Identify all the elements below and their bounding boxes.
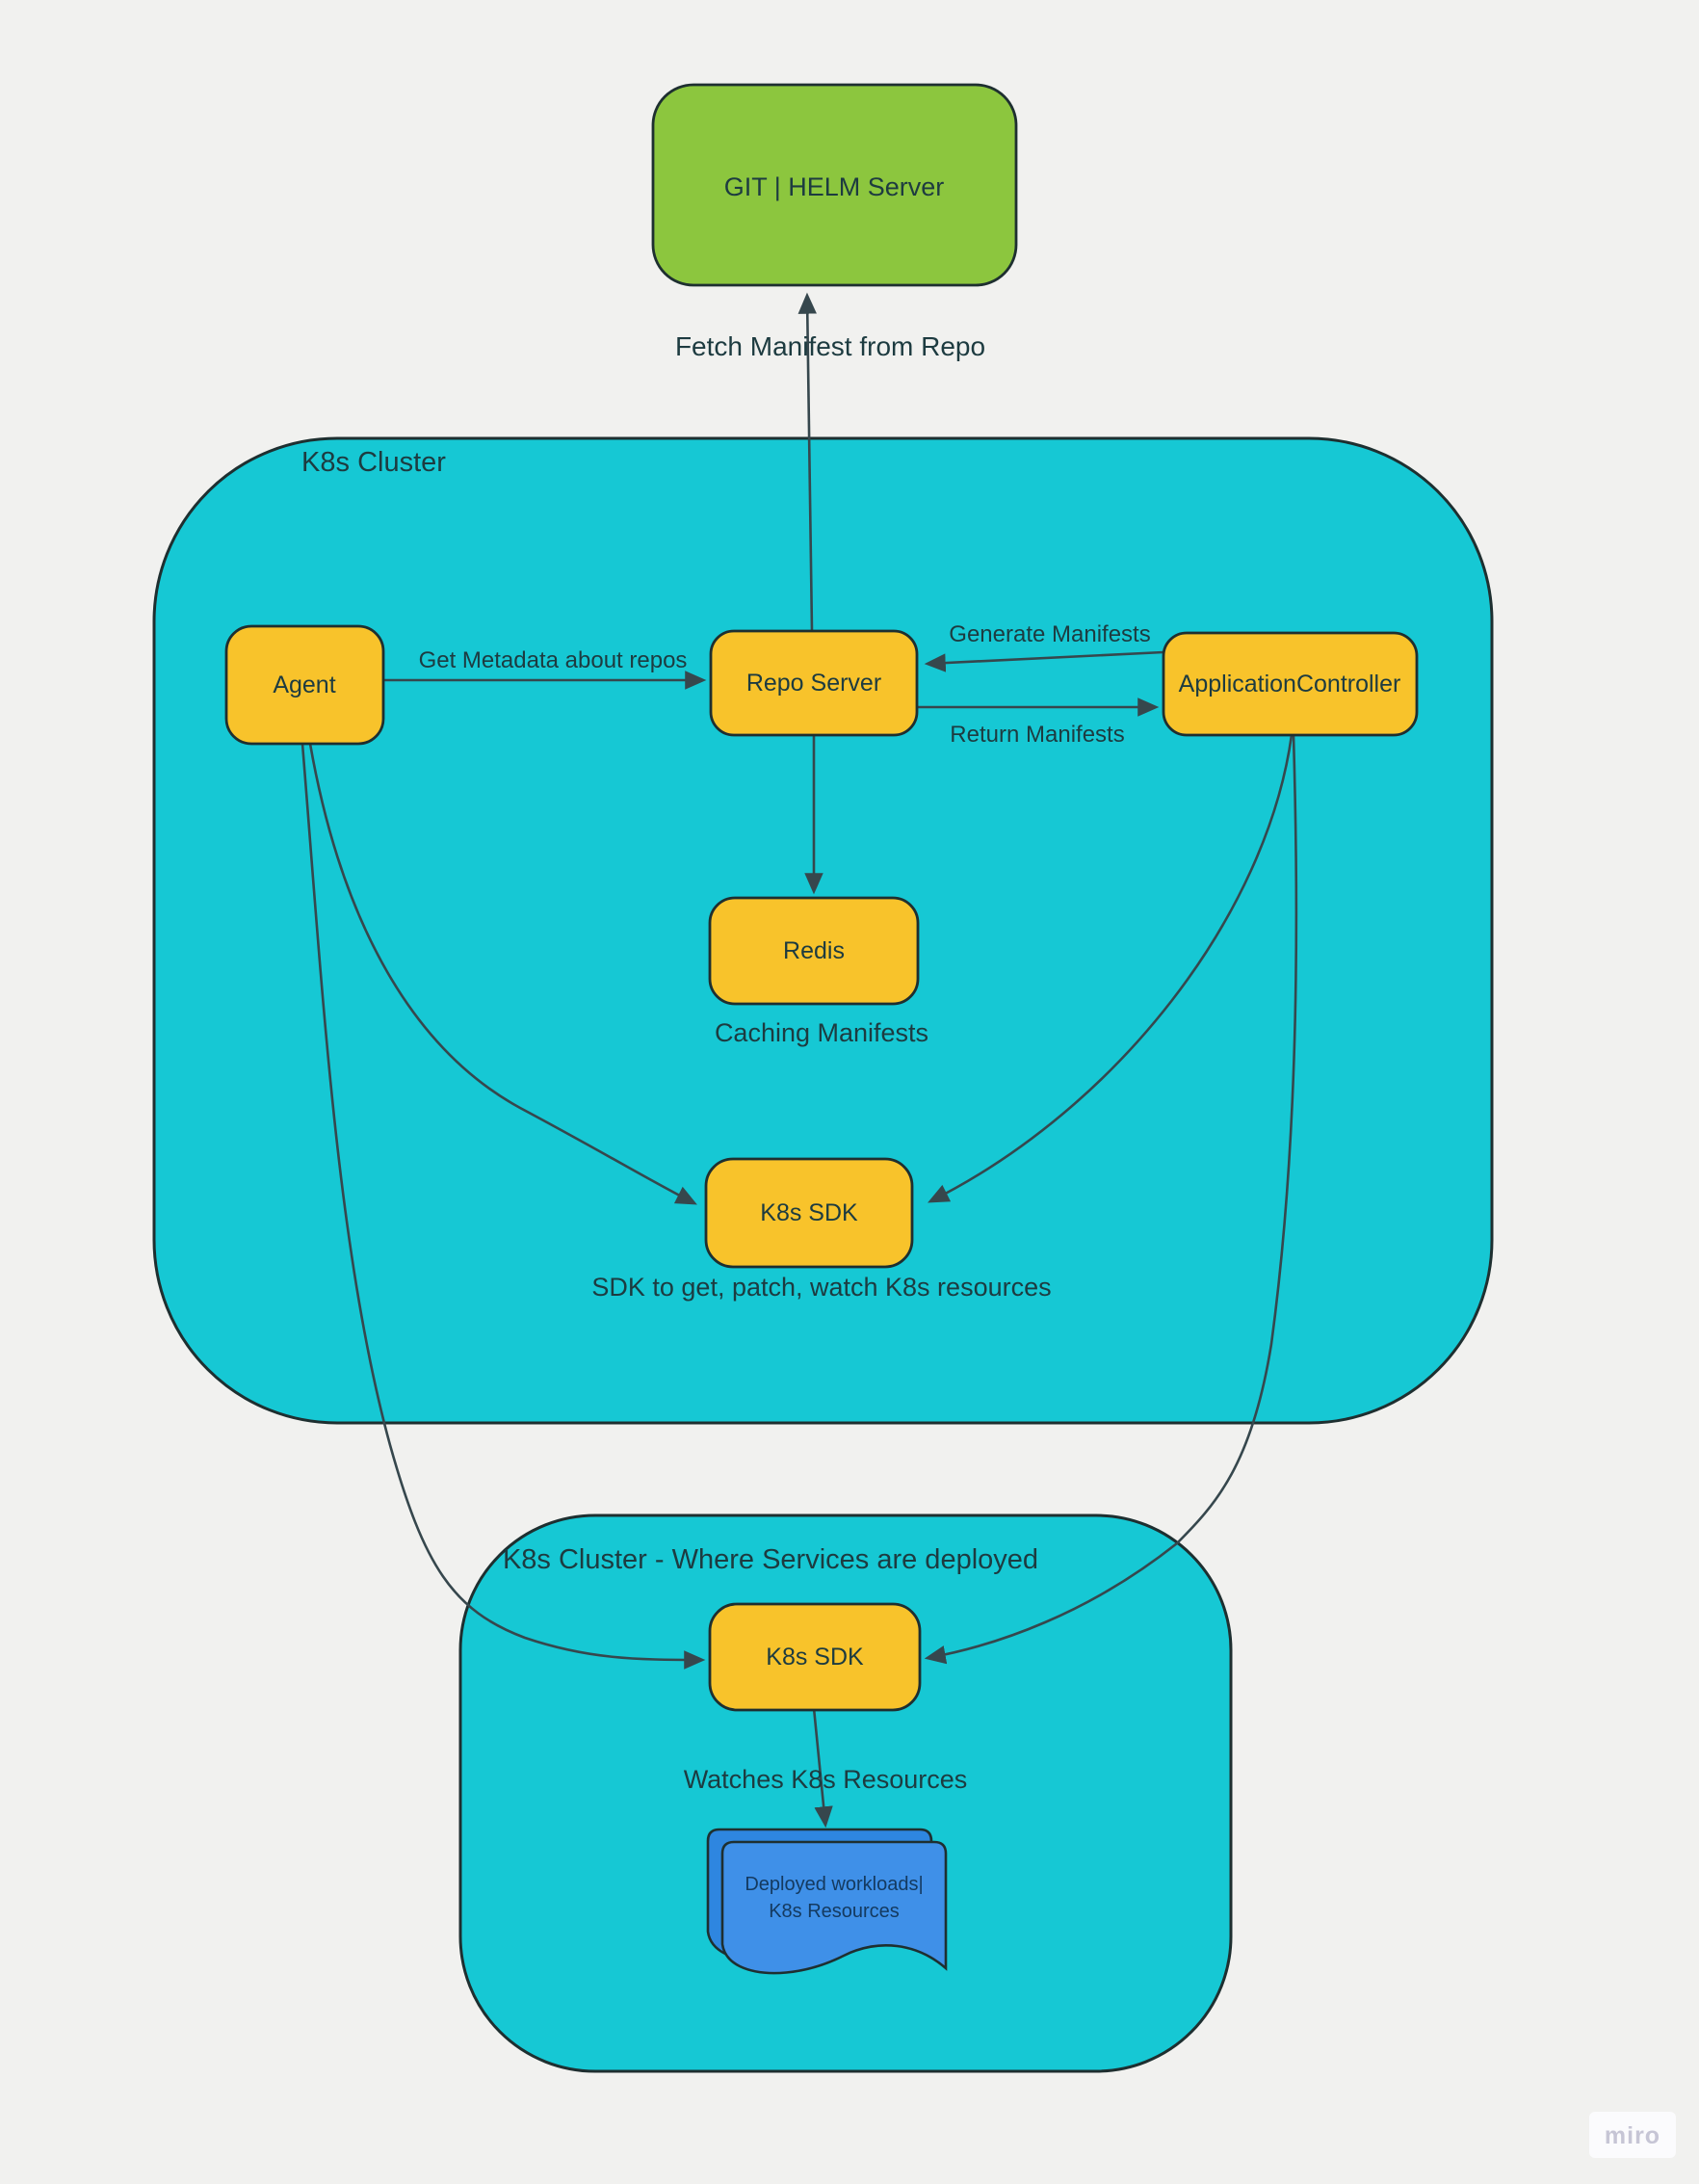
k8s-sdk-main-label: K8s SDK [760,1199,858,1226]
application-controller-shape[interactable] [1162,631,1419,737]
fetch-manifest-caption[interactable]: Fetch Manifest from Repo [675,331,985,361]
k8s-sdk-main-shape[interactable] [704,1157,914,1269]
workloads-doc-label-line1: Deployed workloads| [745,1874,923,1895]
generate-manifests-label[interactable]: Generate Manifests [949,621,1150,647]
git-helm-server-shape[interactable] [651,83,1018,287]
workloads-doc-front-sheet[interactable] [720,1840,948,1975]
edge-sdk-deploy-to-workloads[interactable] [812,1707,833,1829]
cluster-deploy[interactable]: K8s Cluster - Where Services are deploye… [458,1513,1233,2073]
k8s-sdk-deploy-shape[interactable] [708,1602,922,1712]
node-repo-server[interactable]: Repo Server [709,629,919,737]
cluster-main-label: K8s Cluster [301,447,446,478]
miro-watermark-label[interactable]: miro [1605,2122,1660,2149]
cluster-deploy-label: K8s Cluster - Where Services are deploye… [503,1544,1038,1575]
workloads-doc-label-line2: K8s Resources [769,1901,900,1922]
miro-watermark-background [1589,2112,1676,2158]
node-deployed-workloads-doc[interactable]: Deployed workloads| K8s Resources [706,1828,948,1975]
edge-repo-to-git[interactable] [797,292,817,632]
node-application-controller[interactable]: ApplicationController [1162,631,1419,737]
sdk-caption[interactable]: SDK to get, patch, watch K8s resources [591,1273,1051,1302]
k8s-sdk-deploy-label: K8s SDK [766,1644,864,1671]
redis-shape[interactable] [708,896,920,1006]
caching-manifests-caption[interactable]: Caching Manifests [715,1018,928,1047]
cluster-deploy-shape[interactable] [458,1513,1233,2073]
repo-server-label: Repo Server [746,670,881,697]
edge-agent-to-sdk-deploy[interactable] [301,743,706,1670]
node-agent[interactable]: Agent [224,624,385,746]
git-helm-server-label: GIT | HELM Server [724,172,945,201]
agent-shape[interactable] [224,624,385,746]
edge-appcontroller-to-sdk-deploy[interactable] [924,734,1298,1665]
redis-label: Redis [783,937,845,964]
miro-watermark[interactable]: miro [1589,2112,1676,2158]
edge-agent-to-sdk-main[interactable] [308,743,697,1205]
watches-resources-caption[interactable]: Watches K8s Resources [684,1765,968,1794]
get-metadata-label[interactable]: Get Metadata about repos [419,647,688,673]
node-k8s-sdk-main[interactable]: K8s SDK [704,1157,914,1269]
node-git-helm-server[interactable]: GIT | HELM Server [651,83,1018,287]
return-manifests-label[interactable]: Return Manifests [950,722,1124,748]
node-k8s-sdk-deploy[interactable]: K8s SDK [708,1602,922,1712]
application-controller-label: ApplicationController [1179,671,1401,697]
edge-appcontroller-to-repo[interactable] [924,650,1164,672]
node-redis[interactable]: Redis [708,896,920,1006]
edge-appcontroller-to-sdk-main[interactable] [928,734,1294,1203]
repo-server-shape[interactable] [709,629,919,737]
agent-label: Agent [273,671,335,698]
